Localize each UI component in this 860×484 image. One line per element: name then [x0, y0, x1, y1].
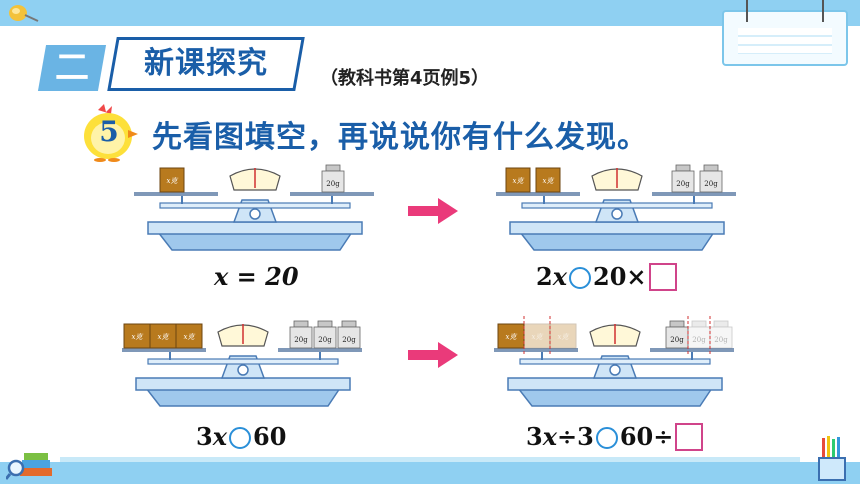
weight-label: 20g: [692, 336, 706, 344]
problem-number: 5: [99, 115, 119, 148]
box-label: x克: [543, 177, 555, 185]
equation-3: 3x 60: [196, 422, 286, 451]
eq2-variable: x: [552, 262, 568, 291]
box-label: x克: [513, 177, 525, 185]
eq4-relation-blank[interactable]: [595, 427, 618, 449]
scale-1: x克 20g: [134, 164, 374, 251]
box-label: x克: [532, 333, 544, 341]
problem-prompt: 先看图填空，再说说你有什么发现。: [152, 120, 648, 155]
weight-label: 20g: [714, 336, 728, 344]
box-label: x克: [558, 333, 570, 341]
weight-label: 20g: [318, 336, 332, 344]
eq4-coefficient: 3: [526, 422, 543, 451]
eq3-right: 60: [253, 422, 287, 451]
weight-label: 20g: [670, 336, 684, 344]
chick-icon: [84, 104, 138, 162]
weight-label: 20g: [342, 336, 356, 344]
equation-1: x = 20: [214, 262, 299, 291]
box-label: x克: [167, 177, 179, 185]
scale-2: x克 x克 20g 20g: [496, 164, 736, 251]
box-label: x克: [506, 333, 518, 341]
box-label: x克: [158, 333, 170, 341]
top-banner: [0, 0, 860, 26]
pencil-cup-icon: [818, 436, 846, 481]
eq4-right: 60÷: [619, 422, 674, 451]
books-magnifier-icon: [6, 453, 52, 480]
eq4-variable: x: [542, 422, 558, 451]
eq3-coefficient: 3: [196, 422, 213, 451]
weight-label: 20g: [704, 180, 718, 188]
scale-4: x克 x克 x克 20g 20g 20g: [494, 316, 734, 407]
weight-label: 20g: [294, 336, 308, 344]
eq2-relation-blank[interactable]: [569, 267, 592, 289]
weight-label: 20g: [676, 180, 690, 188]
section-title: 新课探究: [144, 46, 268, 81]
arrow-right-icon: [408, 342, 458, 368]
eq4-mid: ÷3: [557, 422, 594, 451]
textbook-reference: （教科书第4页例5）: [320, 68, 490, 89]
pushpin-icon: [9, 5, 39, 22]
equation-4: 3x÷3 60÷: [526, 422, 704, 451]
scale-3: x克 x克 x克 20g 20g 20g: [122, 320, 362, 407]
arrow-right-icon: [408, 198, 458, 224]
box-label: x克: [132, 333, 144, 341]
equation-1-text: x = 20: [214, 262, 299, 291]
equation-2: 2x 20×: [536, 262, 677, 291]
notepad-icon: [722, 0, 848, 66]
eq2-coefficient: 2: [536, 262, 553, 291]
section-number: 二: [55, 48, 89, 88]
bottom-banner: [0, 462, 860, 484]
eq2-right: 20×: [593, 262, 647, 291]
weight-label: 20g: [326, 180, 340, 188]
eq3-variable: x: [212, 422, 228, 451]
box-label: x克: [184, 333, 196, 341]
eq3-relation-blank[interactable]: [229, 427, 252, 449]
eq2-answer-box[interactable]: [648, 263, 677, 291]
bottom-strip: [60, 457, 800, 462]
eq4-answer-box[interactable]: [675, 423, 704, 451]
